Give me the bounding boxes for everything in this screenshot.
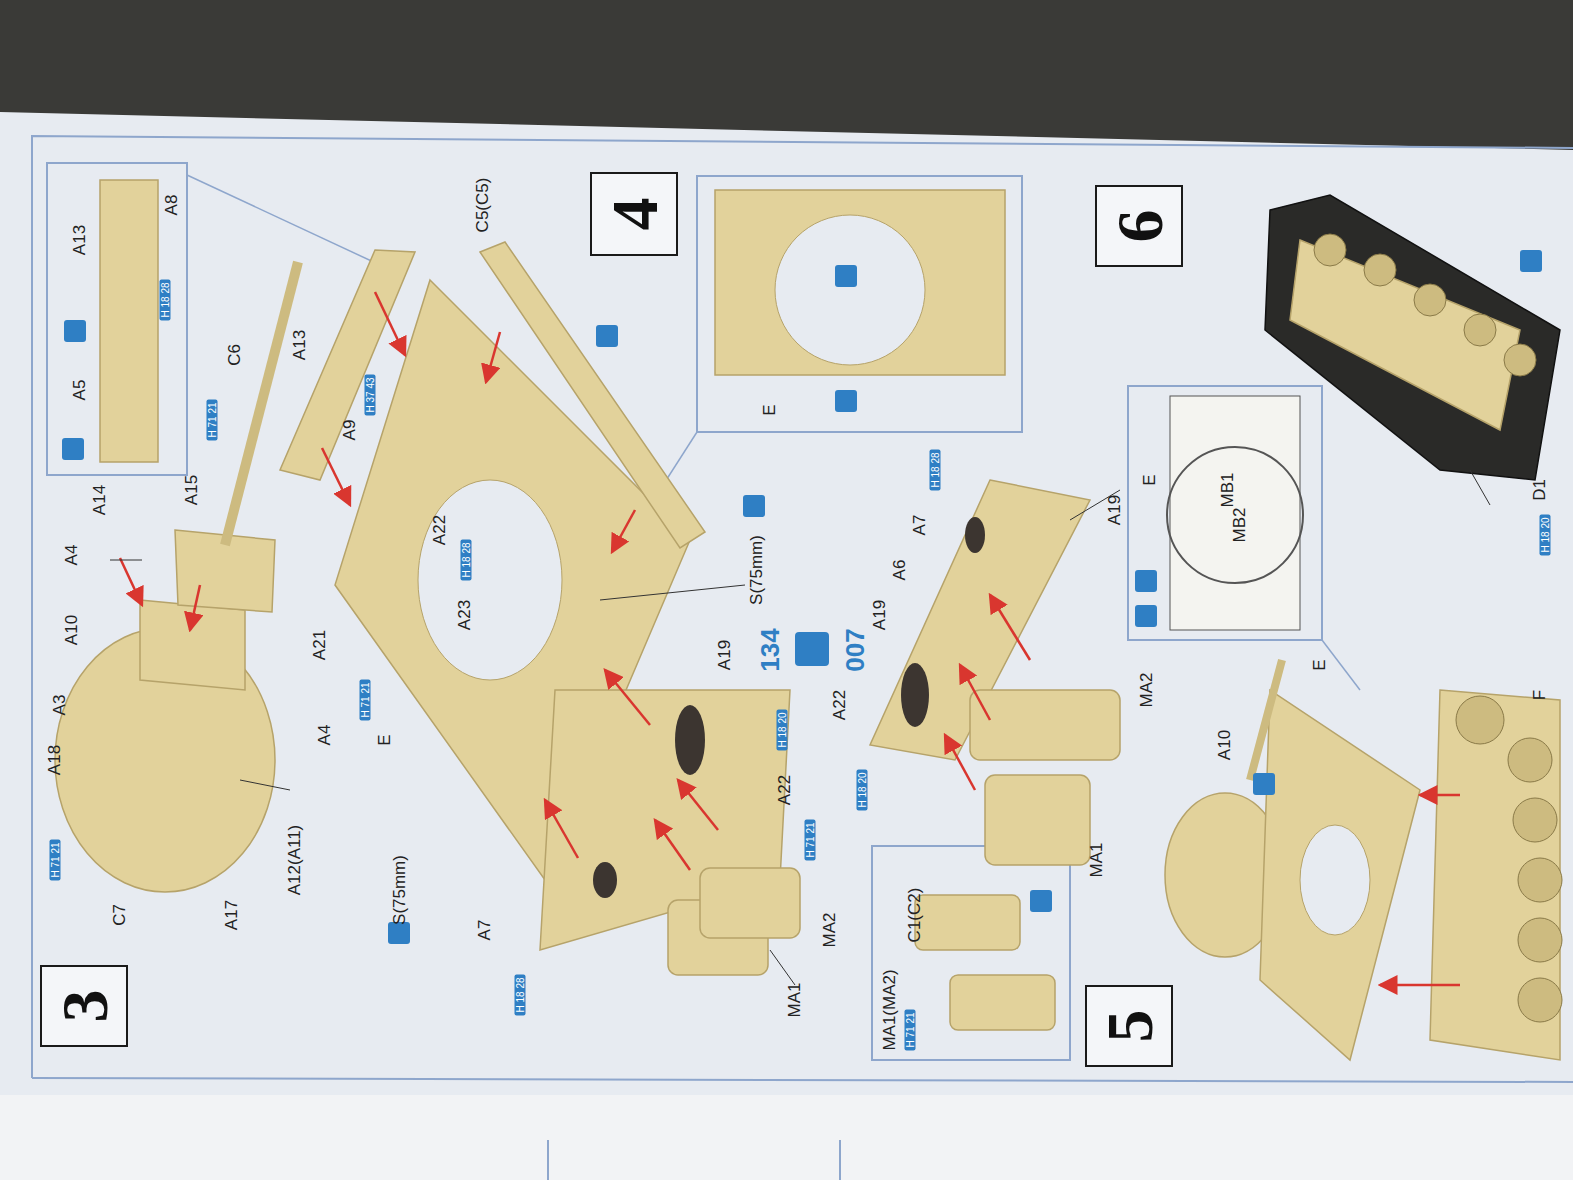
part-label: MA1 (785, 983, 805, 1018)
paint-code: H 71 21 (905, 1009, 916, 1050)
part-label: C7 (110, 904, 130, 926)
step-number-box: 4 (590, 172, 678, 256)
paint-code: H 18 28 (515, 974, 526, 1015)
part-label: A5 (70, 380, 90, 401)
part-label: A7 (910, 515, 930, 536)
part-label: A17 (222, 900, 242, 930)
part-label: A3 (50, 695, 70, 716)
part-label: S(75mm) (390, 855, 410, 925)
part-label: MB1 (1218, 473, 1238, 508)
part-label: C6 (225, 344, 245, 366)
step-number: 3 (46, 990, 122, 1023)
step-number-box: 6 (1095, 185, 1183, 267)
part-label: A19 (715, 640, 735, 670)
part-label: C1(C2) (905, 888, 925, 943)
part-label: A13 (70, 225, 90, 255)
paint-code: H 18 28 (461, 539, 472, 580)
paint-code: H 71 21 (207, 399, 218, 440)
part-label: D1 (1530, 479, 1550, 501)
part-label: A4 (62, 545, 82, 566)
step-number: 6 (1101, 210, 1177, 243)
paint-code: H 18 28 (160, 279, 171, 320)
step-number-box: 3 (40, 965, 128, 1047)
step-number: 4 (596, 198, 672, 231)
part-label: A6 (890, 560, 910, 581)
part-label: E (375, 734, 395, 745)
part-label: MB2 (1230, 508, 1250, 543)
paint-code: H 71 21 (50, 839, 61, 880)
part-label: E (1310, 659, 1330, 670)
part-label: 134 (755, 628, 786, 671)
paint-code: H 18 20 (857, 769, 868, 810)
part-label: A22 (775, 775, 795, 805)
step-number: 5 (1091, 1010, 1167, 1043)
part-label: A19 (1105, 495, 1125, 525)
part-label: F (1530, 690, 1550, 700)
part-label: A18 (45, 745, 65, 775)
part-label: MA1 (1087, 843, 1107, 878)
part-label: E (1140, 474, 1160, 485)
paint-code: H 18 28 (930, 449, 941, 490)
part-label: 007 (840, 628, 871, 671)
part-label: MA2 (1137, 673, 1157, 708)
step-number-box: 5 (1085, 985, 1173, 1067)
paint-code: H 18 20 (777, 709, 788, 750)
part-label: A13 (290, 330, 310, 360)
part-label: MA1(MA2) (880, 969, 900, 1050)
part-label: A22 (430, 515, 450, 545)
paint-code: H 37 43 (365, 374, 376, 415)
part-label: A12(A11) (285, 825, 305, 896)
paint-code: H 18 20 (1540, 514, 1551, 555)
paint-code: H 71 21 (360, 679, 371, 720)
paint-code: H 71 21 (805, 819, 816, 860)
part-label: A8 (162, 195, 182, 216)
part-label: S(75mm) (747, 535, 767, 605)
part-label: A23 (455, 600, 475, 630)
part-label: A19 (870, 600, 890, 630)
part-label: A21 (310, 630, 330, 660)
part-label: A14 (90, 485, 110, 515)
part-label: C5(C5) (473, 178, 493, 233)
part-label: MA2 (820, 913, 840, 948)
part-label: E (760, 404, 780, 415)
part-label: A10 (62, 615, 82, 645)
part-label: A22 (830, 690, 850, 720)
part-label: A15 (182, 475, 202, 505)
part-label: A7 (475, 920, 495, 941)
part-label: A9 (340, 420, 360, 441)
part-label: A10 (1215, 730, 1235, 760)
part-label: A4 (315, 725, 335, 746)
